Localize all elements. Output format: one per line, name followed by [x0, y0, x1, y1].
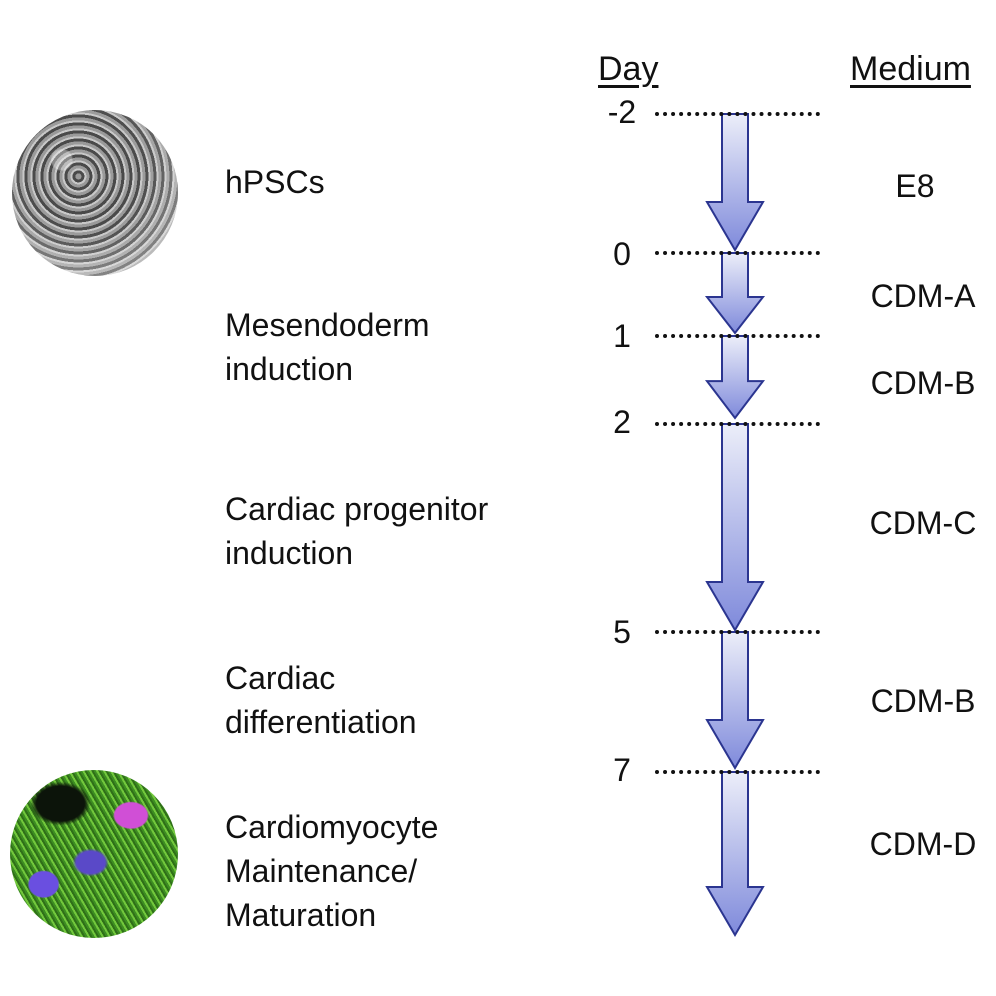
timeline-arrow: [704, 335, 766, 420]
day-label: 2: [613, 404, 631, 440]
medium-label: CDM-B: [870, 683, 976, 719]
cardiomyocyte-micrograph-image: [10, 770, 178, 938]
day-divider: [655, 251, 820, 255]
medium-label: CDM-D: [869, 826, 977, 862]
timeline-arrow: [704, 252, 766, 335]
stage-maintenance-label: Cardiomyocyte Maintenance/ Maturation: [225, 809, 439, 933]
timeline-arrow: [705, 423, 765, 632]
stage-progenitor-label: Cardiac progenitor induction: [225, 491, 489, 571]
timeline-arrow: [705, 771, 765, 937]
day-label: -2: [607, 94, 637, 130]
day-divider: [655, 112, 820, 116]
day-label: 7: [613, 752, 631, 788]
medium-label: CDM-A: [870, 278, 976, 314]
timeline-arrow: [705, 631, 765, 770]
day-divider: [655, 770, 820, 774]
stage-hpscs-label: hPSCs: [225, 164, 325, 200]
day-divider: [655, 630, 820, 634]
day-divider: [655, 422, 820, 426]
medium-label: CDM-C: [869, 505, 977, 541]
stage-differentiation-label: Cardiac differentiation: [225, 660, 417, 740]
medium-header: Medium: [850, 50, 971, 88]
day-header: Day: [598, 50, 659, 88]
hpsc-micrograph-image: [12, 110, 178, 276]
stage-mesendoderm-label: Mesendoderm induction: [225, 307, 430, 387]
medium-label: CDM-B: [870, 365, 976, 401]
day-label: 1: [613, 318, 631, 354]
day-label: 0: [613, 236, 631, 272]
timeline-arrow: [705, 113, 765, 252]
day-label: 5: [613, 614, 631, 650]
day-divider: [655, 334, 820, 338]
medium-label: E8: [895, 168, 935, 204]
